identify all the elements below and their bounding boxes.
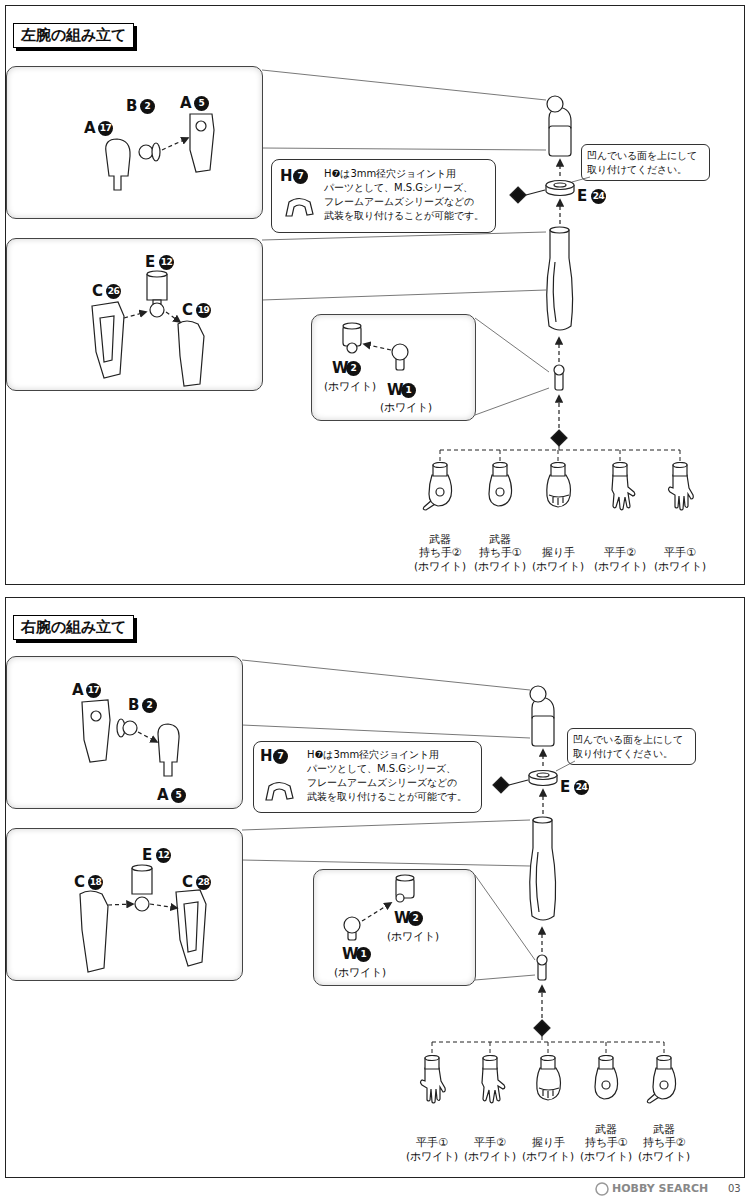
color-note: (ホワイト) — [522, 1150, 574, 1163]
color-note: (ホワイト) — [638, 1150, 690, 1163]
section-frame: 右腕の組み立てA17B2A5凹んでいる面を上にして 取り付けてください。H7H❼… — [5, 597, 745, 1178]
callout-number: 1 — [356, 947, 371, 962]
part-letter: A — [157, 787, 169, 804]
detail-inset: A17B2A5 — [6, 656, 243, 809]
callout-number: 2 — [346, 361, 361, 376]
part-letter: A — [84, 120, 96, 137]
callout-number: 26 — [106, 284, 121, 299]
part-letter: C — [92, 283, 103, 300]
part-letter: E — [577, 188, 587, 205]
hand-name: 握り手 — [532, 1136, 565, 1149]
hand-name: 平手① — [664, 546, 696, 559]
watermark-logo — [596, 1183, 608, 1195]
callout-number: 7 — [273, 749, 288, 764]
part-letter: B — [128, 697, 139, 714]
callout-number: 28 — [196, 875, 211, 890]
detail-inset: W1(ホワイト)W2(ホワイト) — [313, 869, 476, 986]
part-letter: C — [182, 302, 193, 319]
detail-inset: A17B2A5 — [6, 66, 263, 219]
color-note: (ホワイト) — [334, 966, 386, 979]
detail-inset: W2(ホワイト)W1(ホワイト) — [311, 314, 476, 421]
note-text: 凹んでいる面を上にして 取り付けてください。 — [573, 733, 691, 761]
watermark: HOBBY SEARCH — [612, 1182, 708, 1195]
detail-inset: E12C18C28 — [6, 828, 243, 981]
color-note: (ホワイト) — [464, 1150, 516, 1163]
color-note: (ホワイト) — [414, 560, 466, 573]
color-note: (ホワイト) — [580, 1150, 632, 1163]
color-note: (ホワイト) — [532, 560, 584, 573]
callout-number: 18 — [88, 875, 103, 890]
section-heading: 右腕の組み立て — [13, 615, 134, 640]
callout-number: 1 — [401, 383, 416, 398]
callout-number: 17 — [86, 683, 101, 698]
hand-name: 握り手 — [542, 546, 575, 559]
callout-number: 2 — [142, 698, 157, 713]
callout-number: 7 — [293, 169, 308, 184]
color-note: (ホワイト) — [406, 1150, 458, 1163]
color-note: (ホワイト) — [380, 401, 432, 414]
color-note: (ホワイト) — [594, 560, 646, 573]
callout-number: 12 — [159, 255, 174, 270]
leader-lines — [242, 70, 590, 980]
callout-number: 2 — [140, 99, 155, 114]
note-text: H❼は3mm径穴ジョイント用 パーツとして、M.S.Gシリーズ、 フレームアーム… — [307, 748, 477, 804]
detail-inset: C26E12C19 — [6, 238, 263, 391]
section-frame: 左腕の組み立てA17B2A5凹んでいる面を上にして 取り付けてください。H7H❼… — [5, 5, 745, 585]
section-heading: 左腕の組み立て — [13, 23, 134, 48]
color-note: (ホワイト) — [654, 560, 706, 573]
part-letter: C — [182, 874, 193, 891]
part-letter: C — [74, 874, 85, 891]
callout-number: 2 — [408, 911, 423, 926]
part-letter: H — [260, 748, 273, 765]
hand-name: 平手② — [604, 546, 636, 559]
hand-name: 武器 持ち手① — [471, 533, 529, 559]
note-text: 凹んでいる面を上にして 取り付けてください。 — [587, 149, 705, 177]
part-letter: E — [145, 254, 155, 271]
detail-parts — [80, 114, 414, 972]
hand-name: 武器 持ち手① — [577, 1123, 635, 1149]
note-box: H7 H❼は3mm径穴ジョイント用 パーツとして、M.S.Gシリーズ、 フレームア… — [271, 159, 496, 233]
callout-number: 24 — [574, 780, 589, 795]
part-letter: E — [560, 779, 570, 796]
callout-number: 12 — [156, 848, 171, 863]
callout-number: 17 — [98, 121, 113, 136]
callout-box: 凹んでいる面を上にして 取り付けてください。 — [567, 728, 696, 765]
note-text: H❼は3mm径穴ジョイント用 パーツとして、M.S.Gシリーズ、 フレームアーム… — [324, 167, 490, 223]
part-letter: A — [72, 682, 84, 699]
part-letter: A — [180, 95, 192, 112]
page-number: 03 — [728, 1183, 741, 1194]
color-note: (ホワイト) — [324, 380, 376, 393]
hand-name: 平手① — [416, 1136, 448, 1149]
part-letter: H — [280, 168, 293, 185]
color-note: (ホワイト) — [474, 560, 526, 573]
part-letter: B — [126, 98, 137, 115]
hand-name: 武器 持ち手② — [635, 1123, 693, 1149]
callout-number: 5 — [194, 96, 209, 111]
hand-name: 武器 持ち手② — [411, 533, 469, 559]
hand-name: 平手② — [474, 1136, 506, 1149]
callout-number: 19 — [196, 303, 211, 318]
callout-number: 24 — [591, 189, 606, 204]
color-note: (ホワイト) — [387, 930, 439, 943]
callout-number: 5 — [171, 788, 186, 803]
part-letter: E — [142, 847, 152, 864]
callout-box: 凹んでいる面を上にして 取り付けてください。 — [581, 144, 710, 181]
note-box: H7 H❼は3mm径穴ジョイント用 パーツとして、M.S.Gシリーズ、 フレームア… — [253, 741, 482, 813]
